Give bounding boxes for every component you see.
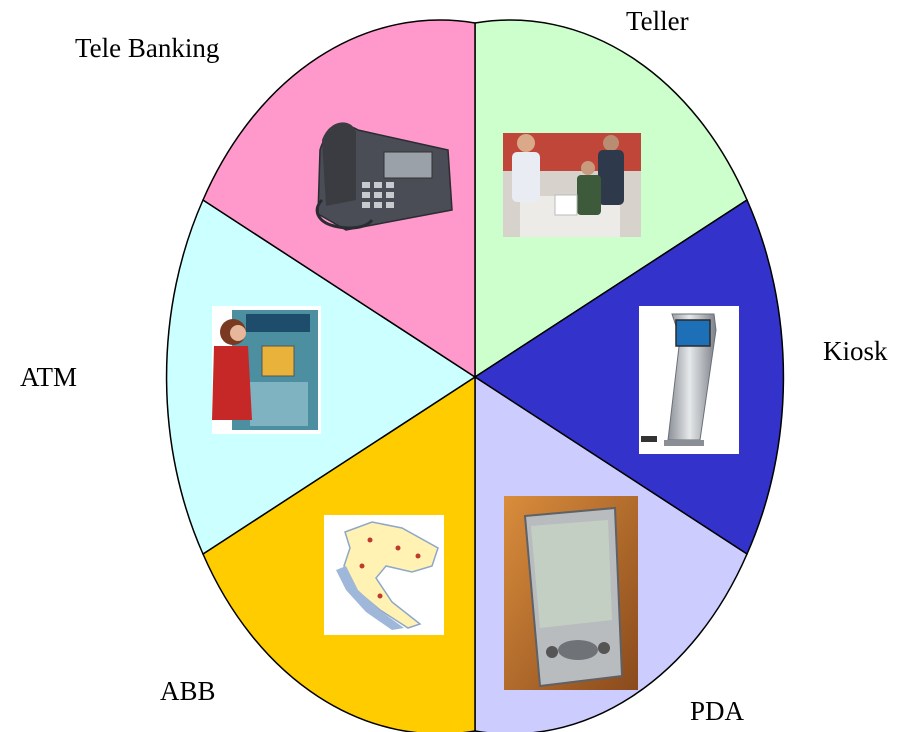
atm-machine-icon [212,306,321,434]
kiosk-terminal-icon [639,306,739,454]
label-abb: ABB [160,676,216,706]
label-teller: Teller [626,6,689,36]
label-tele-banking: Tele Banking [75,33,219,63]
wedge-kiosk [473,198,785,556]
label-kiosk: Kiosk [823,336,888,366]
label-atm: ATM [20,362,77,392]
segment-labels: Teller Kiosk PDA ABB ATM Tele Banking [20,6,888,726]
teller-counter-icon [503,133,641,237]
desk-phone-icon [315,122,453,231]
label-pda: PDA [690,696,745,726]
pda-handheld-icon [504,496,638,690]
croatia-map-icon [324,515,444,635]
